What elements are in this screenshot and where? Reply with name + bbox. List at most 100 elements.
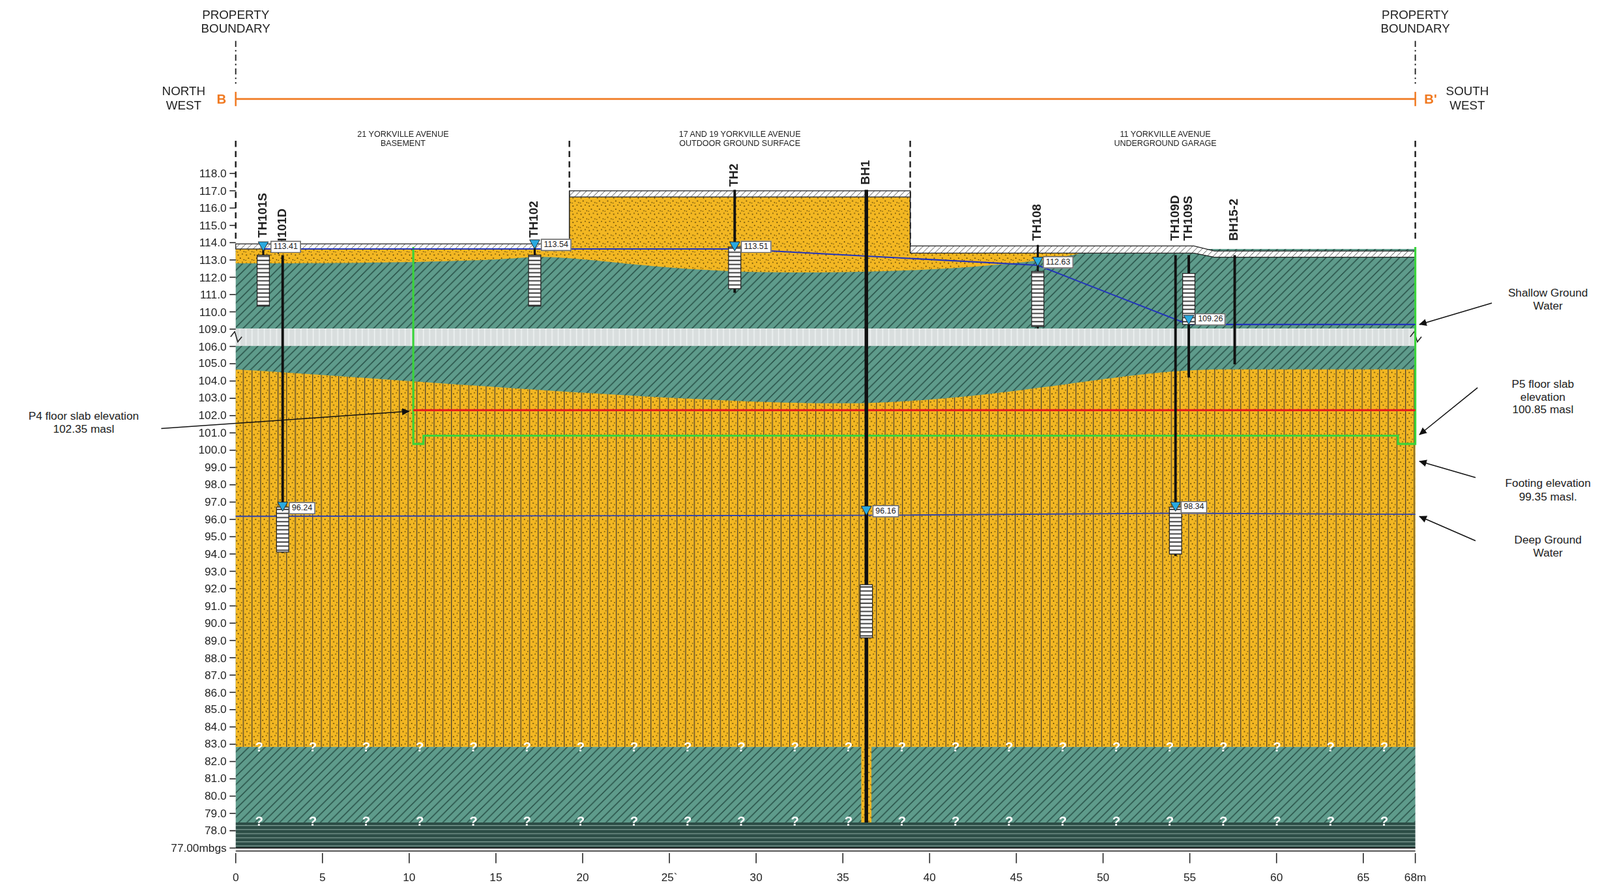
axis-tick (229, 640, 236, 642)
axis-tick (229, 172, 236, 175)
elevation-label: 103.0 (198, 391, 227, 405)
axis-tick (229, 778, 236, 780)
axis-tick (581, 853, 584, 864)
borehole-name: TH102 (527, 200, 543, 238)
callout-label: P4 floor slab elevation 102.35 masl (17, 409, 151, 436)
axis-tick (321, 853, 324, 864)
axis-tick (229, 674, 236, 676)
axis-tick (929, 853, 931, 864)
axis-tick (229, 484, 236, 486)
axis-tick (229, 449, 236, 451)
borehole-name: BH1 (858, 160, 874, 186)
borehole-name: BH15-2 (1227, 198, 1243, 242)
uncertain-mark: ? (415, 814, 424, 830)
uncertain-mark: ? (576, 814, 585, 830)
uncertain-mark: ? (254, 740, 263, 756)
axis-tick (755, 853, 757, 864)
elevation-label: 84.0 (204, 720, 227, 734)
axis-tick (1276, 853, 1278, 864)
uncertain-mark: ? (737, 814, 745, 830)
axis-tick (229, 692, 236, 694)
water-level-tag: 98.34 (1180, 501, 1208, 514)
uncertain-mark: ? (951, 740, 960, 756)
distance-label: 45 (1010, 871, 1023, 885)
elevation-label: 102.0 (198, 409, 227, 423)
elevation-label: 79.0 (204, 806, 227, 820)
uncertain-mark: ? (254, 814, 263, 830)
axis-tick (229, 397, 236, 399)
distance-label: 68m (1404, 871, 1427, 885)
elevation-label: 99.0 (204, 460, 227, 474)
borehole-name: TH2 (727, 163, 743, 187)
axis-tick (229, 726, 236, 728)
uncertain-mark: ? (844, 814, 853, 830)
uncertain-mark: ? (737, 740, 745, 756)
elevation-label: 77.00mbgs (170, 841, 227, 855)
elevation-label: 82.0 (204, 755, 227, 769)
elevation-label: 117.0 (199, 184, 227, 198)
uncertain-mark: ? (469, 814, 478, 830)
uncertain-mark: ? (630, 814, 639, 830)
axis-tick (229, 743, 236, 745)
section-letter: B (216, 92, 227, 108)
axis-tick (229, 709, 236, 711)
uncertain-mark: ? (576, 740, 585, 756)
uncertain-mark: ? (898, 740, 906, 756)
elevation-label: 92.0 (204, 581, 227, 596)
elevation-label: 86.0 (204, 685, 227, 699)
uncertain-mark: ? (469, 740, 478, 756)
water-level-tag: 113.54 (540, 238, 572, 251)
boundary-label: PROPERTY BOUNDARY (1374, 8, 1456, 37)
axis-tick (1189, 853, 1191, 864)
axis-tick (229, 830, 236, 832)
uncertain-mark: ? (1165, 740, 1174, 756)
elevation-label: 112.0 (199, 270, 227, 284)
water-level-tag: 113.51 (741, 241, 772, 254)
water-level-value: 112.63 (1046, 257, 1071, 267)
uncertain-mark: ? (1058, 814, 1067, 830)
elevation-label: 101.0 (198, 426, 227, 440)
distance-label: 30 (750, 871, 763, 885)
uncertain-mark: ? (1219, 740, 1228, 756)
uncertain-mark: ? (951, 814, 960, 830)
property-label: 21 YORKVILLE AVENUE BASEMENT (346, 129, 461, 149)
distance-label: 55 (1183, 871, 1196, 885)
callout-label: Footing elevation 99.35 masl. (1497, 477, 1600, 504)
axis-tick (229, 224, 236, 227)
axis-tick (229, 656, 236, 659)
axis-tick (229, 242, 236, 244)
elevation-label: 111.0 (200, 288, 227, 302)
axis-tick (229, 207, 236, 209)
elevation-label: 81.0 (204, 772, 227, 786)
elevation-label: 94.0 (204, 547, 227, 561)
distance-label: 65 (1356, 871, 1370, 885)
uncertain-mark: ? (630, 740, 639, 756)
uncertain-mark: ? (1380, 740, 1389, 756)
distance-label: 5 (319, 871, 326, 885)
elevation-label: 91.0 (204, 599, 227, 613)
borehole-name: TH101S (256, 192, 271, 238)
elevation-label: 80.0 (204, 789, 227, 803)
elevation-label: 96.0 (204, 512, 227, 526)
uncertain-mark: ? (362, 814, 371, 830)
uncertain-mark: ? (898, 814, 906, 830)
axis-tick (235, 853, 237, 864)
elevation-label: 89.0 (204, 634, 227, 648)
elevation-label: 88.0 (204, 651, 227, 665)
elevation-label: 116.0 (199, 201, 227, 215)
elevation-label: 95.0 (204, 530, 227, 544)
water-level-value: 109.26 (1197, 314, 1223, 324)
elevation-label: 83.0 (204, 737, 227, 751)
elevation-label: 118.0 (199, 166, 227, 180)
elevation-label: 105.0 (198, 357, 227, 371)
uncertain-mark: ? (683, 814, 692, 830)
elevation-label: 98.0 (204, 478, 227, 492)
uncertain-mark: ? (1004, 740, 1013, 756)
water-level-value: 96.24 (291, 503, 313, 513)
callout-label: P5 floor slab elevation 100.85 masl (1502, 377, 1584, 416)
distance-label: 25` (661, 871, 678, 885)
property-label: 11 YORKVILLE AVENUE UNDERGROUND GARAGE (1107, 129, 1222, 149)
axis-tick (229, 536, 236, 538)
distance-label: 20 (576, 871, 589, 885)
axis-tick (229, 847, 236, 849)
